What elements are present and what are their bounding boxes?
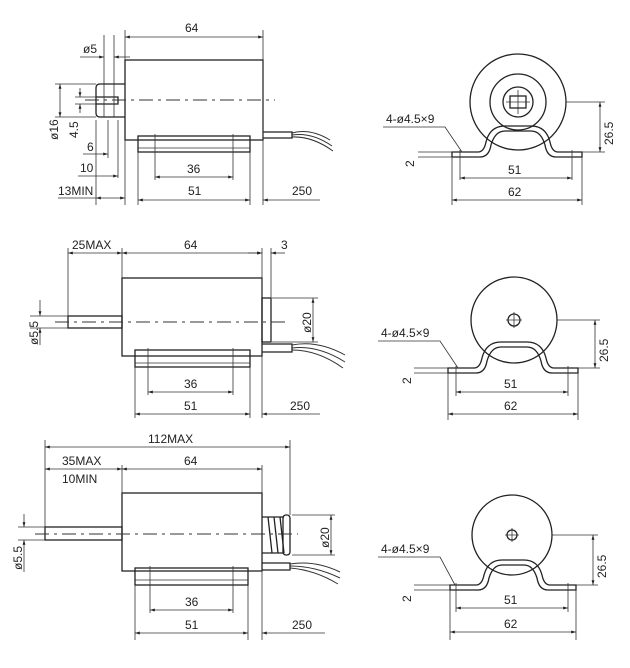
view-2-end: 51 62 26.5 4-ø4.5×9 2 bbox=[378, 276, 611, 420]
dim-thickness: 2 bbox=[400, 595, 414, 602]
dim-width: 62 bbox=[504, 617, 518, 631]
dim-foot: 51 bbox=[185, 618, 199, 632]
dim-foot: 51 bbox=[188, 184, 202, 198]
dim-stroke-max: 35MAX bbox=[62, 454, 101, 468]
dim-holes: 4-ø4.5×9 bbox=[386, 112, 435, 126]
dim-length: 64 bbox=[185, 21, 199, 35]
dim-plate: 3 bbox=[281, 238, 288, 252]
dim-stroke: 25MAX bbox=[72, 238, 111, 252]
dim-shaft-dia: ø5.5 bbox=[11, 546, 25, 570]
lead-wires bbox=[291, 131, 334, 152]
dim-holes: 4-ø4.5×9 bbox=[381, 542, 430, 556]
view-3-end: 51 62 26.5 4-ø4.5×9 2 bbox=[378, 494, 609, 640]
view-2-side: 25MAX 64 3 ø5.5 ø20 36 51 250 bbox=[27, 238, 346, 418]
return-spring bbox=[262, 516, 285, 554]
mounting-foot bbox=[137, 135, 251, 153]
dim-length: 64 bbox=[184, 238, 198, 252]
mounting-bracket bbox=[447, 341, 579, 374]
dim-hole-spacing: 36 bbox=[184, 377, 198, 391]
dim-holes: 4-ø4.5×9 bbox=[381, 326, 430, 340]
dim-hole-pitch: 51 bbox=[508, 163, 522, 177]
dim-end-dia: ø20 bbox=[300, 312, 314, 333]
dim-shaft-dia: ø5.5 bbox=[27, 321, 41, 345]
dim-height: 26.5 bbox=[602, 121, 616, 145]
end-plate bbox=[261, 297, 272, 343]
dim-13min: 13MIN bbox=[58, 184, 93, 198]
dim-height: 26.5 bbox=[597, 338, 611, 362]
dim-lead: 250 bbox=[290, 399, 310, 413]
coil-body bbox=[121, 277, 263, 357]
plunger-stub bbox=[95, 83, 125, 118]
lead-wires bbox=[291, 343, 346, 369]
mounting-bracket bbox=[451, 125, 583, 158]
dim-6: 6 bbox=[87, 140, 94, 154]
dim-lead: 250 bbox=[292, 184, 312, 198]
mounting-foot bbox=[134, 567, 249, 586]
dim-hole-pitch: 51 bbox=[504, 593, 518, 607]
dim-thickness: 2 bbox=[403, 160, 417, 167]
dim-spring-dia: ø20 bbox=[318, 527, 332, 548]
dim-stroke-min: 10MIN bbox=[62, 472, 97, 486]
dim-width: 62 bbox=[508, 185, 522, 199]
dim-thickness: 2 bbox=[400, 377, 414, 384]
view-3-side: 112MAX 35MAX 10MIN 64 ø5.5 ø20 36 51 250 bbox=[11, 432, 341, 640]
dim-height: 26.5 bbox=[595, 554, 609, 578]
lead-wires bbox=[289, 562, 341, 585]
coil-body bbox=[121, 492, 263, 572]
dim-10: 10 bbox=[80, 161, 94, 175]
dim-width: 62 bbox=[504, 399, 518, 413]
view-1-end: 51 62 26.5 4-ø4.5×9 2 bbox=[383, 53, 616, 205]
dim-length: 64 bbox=[184, 454, 198, 468]
plunger-shaft bbox=[44, 526, 123, 541]
mounting-foot bbox=[134, 349, 251, 368]
dim-foot: 51 bbox=[184, 399, 198, 413]
dim-slot: 4.5 bbox=[67, 121, 81, 138]
dim-pin-dia: ø5 bbox=[83, 42, 97, 56]
dim-hole-pitch: 51 bbox=[504, 377, 518, 391]
dim-lead: 250 bbox=[292, 618, 312, 632]
view-1-side: 64 ø5 ø16 4.5 6 10 13MIN 36 51 250 bbox=[47, 21, 334, 205]
dim-stub-dia: ø16 bbox=[47, 119, 61, 140]
dim-overall: 112MAX bbox=[148, 432, 193, 446]
dim-hole-spacing: 36 bbox=[187, 162, 201, 176]
dim-hole-spacing: 36 bbox=[185, 595, 199, 609]
